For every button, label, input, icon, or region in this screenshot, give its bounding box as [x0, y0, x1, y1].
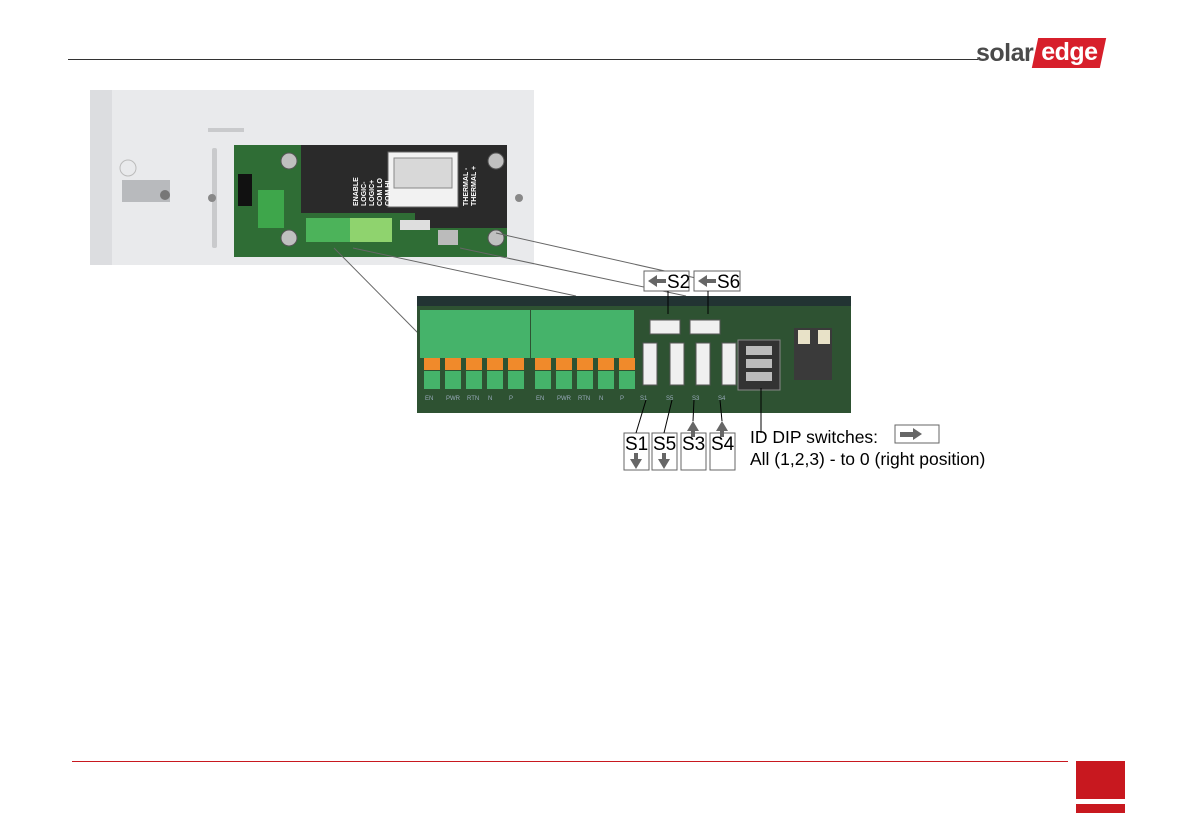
arrow-down-shaft	[662, 453, 666, 460]
dip-3	[746, 372, 772, 381]
silk-s3: S3	[692, 396, 700, 402]
arrow-right-shaft	[900, 432, 914, 437]
dip-2	[746, 359, 772, 368]
label-s2: S2	[667, 272, 690, 293]
terminal-lever	[598, 358, 614, 370]
slide-switch	[722, 343, 736, 385]
slide-switch	[696, 343, 710, 385]
label-logic-plus: LOGIC+	[369, 180, 376, 206]
label-s4: S4	[711, 434, 735, 455]
label-s6: S6	[717, 272, 740, 293]
slide-switch-horizontal	[650, 320, 680, 334]
mount-hole-left	[208, 194, 216, 202]
label-thermal-minus: THERMAL -	[463, 167, 470, 206]
zoom-terminal-block-2	[531, 310, 634, 358]
relay-pin-2	[818, 330, 830, 344]
terminal-label: RTN	[578, 396, 590, 402]
terminal-lever	[424, 358, 440, 370]
terminal-label: N	[488, 396, 492, 402]
small-switches	[400, 220, 430, 230]
label-thermal-plus: THERMAL +	[471, 166, 478, 206]
dip-1	[746, 346, 772, 355]
logo-text-solar: solar	[976, 39, 1033, 68]
slot-top	[208, 128, 244, 132]
slide-switch	[643, 343, 657, 385]
terminal-socket	[598, 371, 614, 389]
terminal-lever	[619, 358, 635, 370]
label-s5: S5	[653, 434, 676, 455]
terminal-label: N	[599, 396, 603, 402]
solaredge-logo: solar edge	[976, 38, 1104, 68]
board-figure: ENABLE LOGIC- LOGIC+ COM LO COM HI THERM…	[88, 88, 1068, 488]
terminal-socket	[577, 371, 593, 389]
pcb-screw-tl	[281, 153, 297, 169]
slide-switch	[670, 343, 684, 385]
arrow-up-icon	[716, 421, 728, 431]
terminal-socket	[556, 371, 572, 389]
logo-text-edge: edge	[1041, 38, 1097, 66]
terminal-socket	[508, 371, 524, 389]
label-com-lo: COM LO	[377, 177, 384, 206]
silk-s4: S4	[718, 396, 726, 402]
terminal-lever	[535, 358, 551, 370]
pcb-screw-bl	[281, 230, 297, 246]
terminal-label: P	[509, 396, 513, 402]
dip-note: All (1,2,3) - to 0 (right position)	[750, 449, 985, 470]
terminal-lever	[487, 358, 503, 370]
page-number-box	[1076, 761, 1125, 799]
pcb-screw-tr	[488, 153, 504, 169]
terminal-socket	[535, 371, 551, 389]
enclosure-side	[90, 90, 112, 265]
mount-hole-right	[515, 194, 523, 202]
silk-s5: S5	[666, 396, 674, 402]
arrow-up-icon	[687, 421, 699, 431]
terminal-lever	[508, 358, 524, 370]
green-terminal-small	[258, 190, 284, 228]
footer-bar	[1076, 804, 1125, 813]
terminal-label: PWR	[446, 396, 461, 402]
label-enable: ENABLE	[353, 177, 360, 206]
power-plug	[238, 174, 252, 206]
header-rule	[68, 59, 978, 60]
label-logic-minus: LOGIC-	[361, 181, 368, 206]
terminal-block-a	[306, 218, 351, 242]
label-s1: S1	[625, 434, 648, 455]
pcb-screw-br	[488, 230, 504, 246]
arrow-left-shaft	[707, 279, 716, 283]
terminal-label: RTN	[467, 396, 479, 402]
terminal-socket	[487, 371, 503, 389]
terminal-block-b	[350, 218, 392, 242]
terminal-lever	[556, 358, 572, 370]
zoom-top-edge	[417, 296, 851, 306]
relay-pin-1	[798, 330, 810, 344]
arrow-up-shaft	[691, 430, 695, 437]
connector-inner	[394, 158, 452, 188]
terminal-label: PWR	[557, 396, 572, 402]
terminal-socket	[424, 371, 440, 389]
dip-title: ID DIP switches:	[750, 427, 878, 448]
arrow-down-shaft	[634, 453, 638, 460]
silk-s1: S1	[640, 396, 648, 402]
footer-rule	[72, 761, 1068, 762]
arrow-left-shaft	[657, 279, 666, 283]
terminal-label: P	[620, 396, 624, 402]
terminal-label: EN	[425, 396, 433, 402]
terminal-lever	[466, 358, 482, 370]
ground-screw	[160, 190, 170, 200]
label-s3: S3	[682, 434, 705, 455]
label-com-hi: COM HI	[385, 181, 392, 206]
terminal-label: EN	[536, 396, 544, 402]
terminal-socket	[466, 371, 482, 389]
slide-switch-horizontal	[690, 320, 720, 334]
zoom-terminal-block-1	[420, 310, 530, 358]
arrow-up-shaft	[720, 430, 724, 437]
logo-edge-box: edge	[1032, 38, 1107, 68]
dip-small	[438, 230, 458, 245]
terminal-socket	[445, 371, 461, 389]
terminal-socket	[619, 371, 635, 389]
terminal-lever	[445, 358, 461, 370]
terminal-lever	[577, 358, 593, 370]
